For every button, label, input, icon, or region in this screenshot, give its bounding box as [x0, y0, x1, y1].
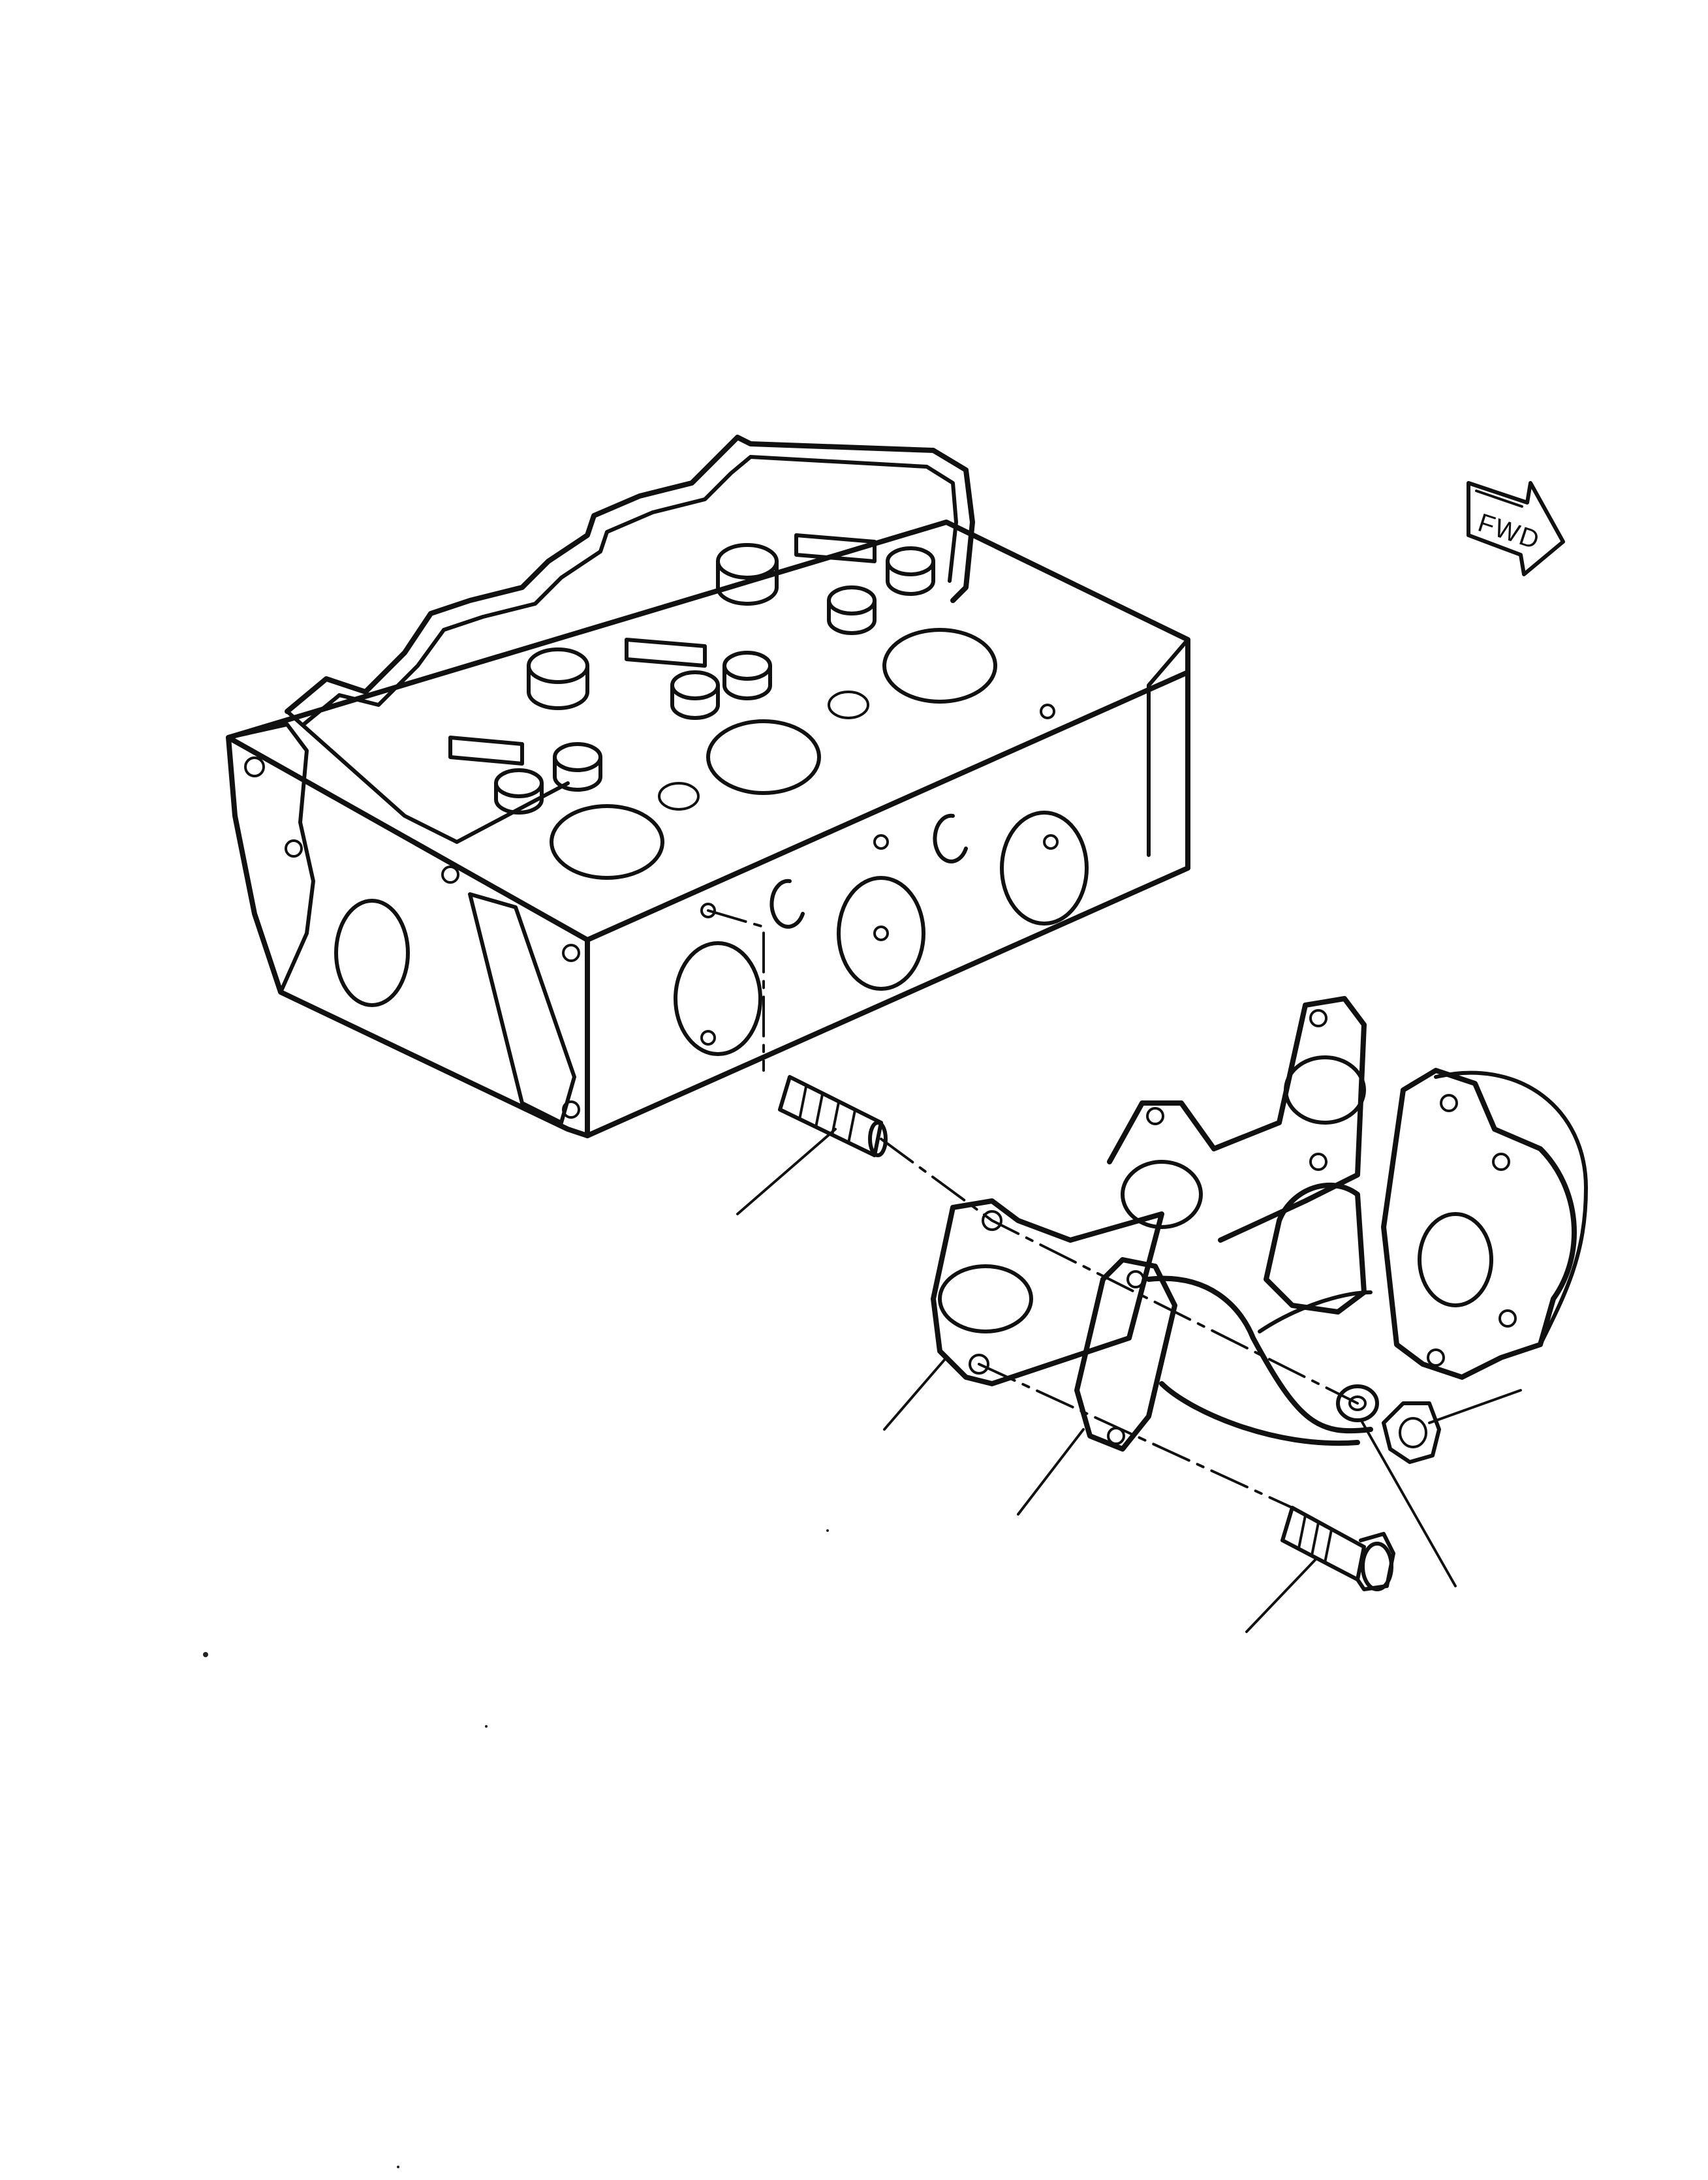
leader-lines [736, 1128, 1522, 1633]
leader-gasket [883, 1356, 948, 1431]
valve-boss-group [494, 543, 935, 815]
leader-washer [1359, 1418, 1457, 1587]
stud [778, 1075, 888, 1157]
assembly-centerlines [707, 909, 1359, 1509]
nut [1382, 1401, 1441, 1464]
leader-nut [1428, 1389, 1522, 1424]
gasket [931, 1198, 1164, 1386]
leader-manifold [1017, 1428, 1085, 1516]
washer [1336, 1384, 1379, 1422]
fwd-arrow: FWD [1467, 481, 1565, 576]
cylinder-head [226, 435, 1190, 1138]
exhaust-manifold [1074, 996, 1588, 1452]
leader-stud [736, 1128, 837, 1215]
fwd-label: FWD [1474, 508, 1544, 555]
bolt [1281, 1506, 1395, 1591]
leader-bolt [1245, 1559, 1316, 1633]
scan-specks [203, 1529, 829, 2168]
